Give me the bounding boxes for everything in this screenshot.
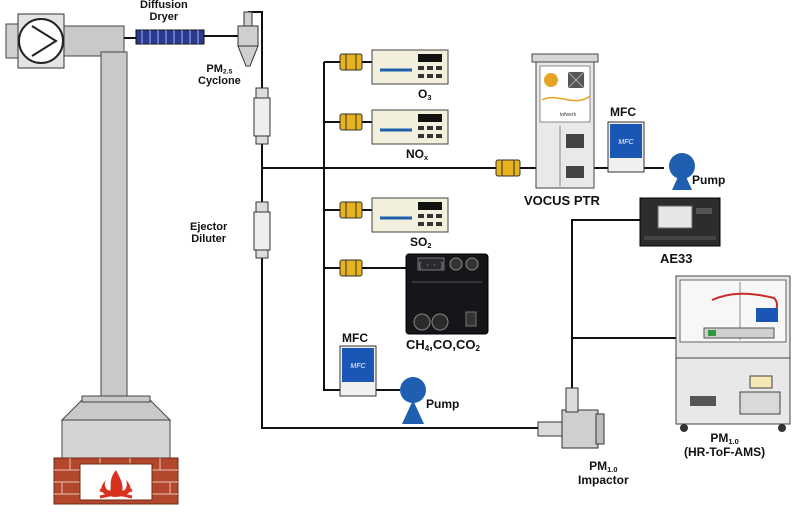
filter-fitting-o3-icon: [339, 53, 363, 71]
hr-tof-ams-icon: [675, 275, 791, 432]
mfc-top-logo-text: MFC: [618, 139, 634, 146]
pump-bottom-icon: [400, 377, 426, 424]
mfc-bottom-icon: MFC: [339, 345, 377, 397]
pm10-impactor-icon: [537, 387, 605, 449]
diffusion-dryer-label: Diffusion Dryer: [140, 0, 188, 23]
ghg-label: CH4,CO,CO2: [406, 338, 480, 353]
filter-fitting-vocus-icon: [495, 159, 521, 177]
diffusion-dryer-icon: [135, 29, 205, 45]
cyclone-label: PM2.5 Cyclone: [198, 63, 241, 87]
cyclone-name-text: Cyclone: [198, 74, 241, 87]
filter-fitting-so2-icon: [339, 201, 363, 219]
impactor-name-text: Impactor: [578, 472, 629, 487]
ejector-diluter-label-line1: Ejector: [190, 221, 228, 233]
vocus-logo-text: tofwerk: [560, 112, 577, 118]
nox-main-text: NO: [406, 147, 424, 161]
impactor-pm-subscript: 1.0: [607, 464, 618, 474]
exhaust-stack: [60, 25, 172, 461]
ejector-diluter-2-icon: [253, 201, 271, 259]
ghg-ch-subscript: 4: [424, 344, 430, 353]
o3-analyzer-icon: [371, 49, 449, 85]
cyclone-pm-subscript: 2.5: [222, 68, 233, 76]
so2-analyzer-icon: [371, 197, 449, 233]
pm25-cyclone-icon: [237, 11, 259, 67]
so2-label: SO2: [410, 236, 431, 250]
mfc-top-icon: MFC: [607, 121, 645, 173]
pump-top-label: Pump: [692, 173, 726, 187]
o3-label: O3: [418, 88, 431, 102]
exhaust-fan-icon: [5, 13, 65, 69]
vocus-ptr-label: VOCUS PTR: [524, 193, 600, 208]
ghg-screen-text: [ · · ]: [418, 262, 443, 269]
mfc-bottom-label: MFC: [342, 331, 368, 345]
ams-pm-text: PM: [710, 431, 729, 445]
ghg-co2-subscript: 2: [475, 344, 480, 353]
pump-bottom-label: Pump: [426, 397, 460, 411]
nox-analyzer-icon: [371, 109, 449, 145]
nox-subscript: x: [424, 152, 429, 162]
ams-label: PM1.0 (HR-ToF-AMS): [684, 432, 765, 458]
ejector-diluter-1-icon: [253, 87, 271, 145]
o3-subscript: 3: [427, 92, 432, 102]
impactor-pm-text: PM: [589, 459, 608, 473]
ams-pm-subscript: 1.0: [728, 436, 739, 446]
nox-label: NOx: [406, 148, 428, 162]
diffusion-dryer-label-line1: Diffusion: [140, 0, 188, 11]
fireplace-icon: [53, 457, 179, 505]
so2-main-text: SO: [410, 235, 428, 249]
vocus-ptr-icon: tofwerk: [531, 53, 599, 189]
ejector-diluter-label-line2: Diluter: [191, 232, 227, 245]
so2-subscript: 2: [427, 240, 432, 250]
diffusion-dryer-label-line2: Dryer: [149, 10, 179, 23]
ae33-label: AE33: [660, 251, 693, 266]
impactor-label: PM1.0 Impactor: [578, 460, 629, 486]
cyclone-pm-text: PM: [206, 63, 223, 75]
mfc-bottom-logo-text: MFC: [350, 363, 366, 370]
pump-top-icon: [669, 153, 695, 190]
ghg-analyzer-icon: [ · · ]: [405, 253, 489, 335]
mfc-top-label: MFC: [610, 105, 636, 119]
ejector-diluter-label: Ejector Diluter: [190, 221, 228, 245]
filter-fitting-nox-icon: [339, 113, 363, 131]
ghg-ch-text: CH: [406, 337, 425, 352]
ae33-icon: [639, 197, 721, 247]
o3-main-text: O: [418, 87, 428, 101]
filter-fitting-ghg-icon: [339, 259, 363, 277]
ghg-co-text: ,CO,CO: [429, 337, 476, 352]
ams-name-text: (HR-ToF-AMS): [684, 444, 766, 459]
